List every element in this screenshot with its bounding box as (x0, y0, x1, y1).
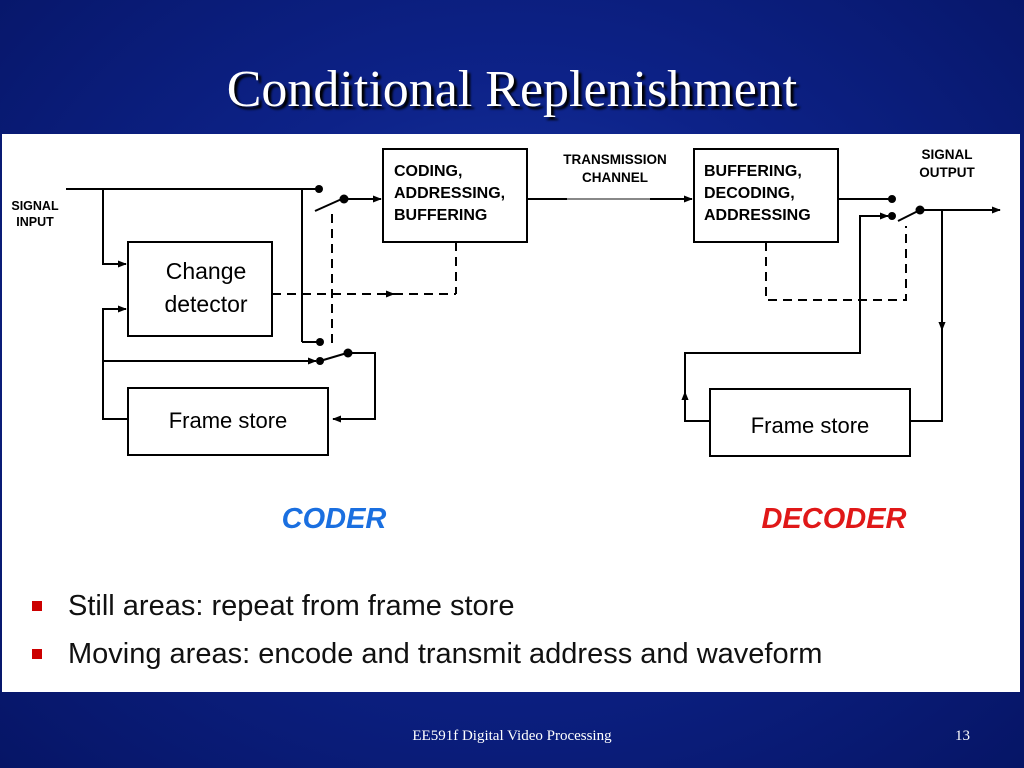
bullet-list: Still areas: repeat from frame store Mov… (30, 582, 822, 678)
signal-output-label-line1: SIGNAL (921, 147, 972, 162)
signal-input-label-line2: INPUT (16, 215, 54, 229)
output-to-frame-store (910, 210, 943, 422)
change-detector-label-line2: detector (164, 291, 247, 317)
decoder-box-line3: ADDRESSING (704, 207, 811, 224)
change-detector-label-line1: Change (166, 258, 247, 284)
bullet-marker (32, 649, 42, 659)
change-detector-box (127, 241, 273, 337)
decoder-control-line (765, 226, 907, 301)
decoder-switch-contact-top (888, 195, 896, 203)
coding-box-line1: CODING, (394, 163, 462, 180)
slide-footer: EE591f Digital Video Processing (412, 728, 612, 744)
buffering-decoding-addressing-box (693, 148, 839, 243)
bullet-item: Moving areas: encode and transmit addres… (30, 630, 822, 678)
signal-output-label-line2: OUTPUT (919, 165, 975, 180)
coder-switch-2-pivot (343, 348, 353, 358)
frame-store-feedback (102, 357, 317, 420)
signal-input-label-line1: SIGNAL (11, 199, 59, 213)
page-number: 13 (955, 728, 970, 744)
bullet-item: Still areas: repeat from frame store (30, 582, 822, 630)
coder-frame-store-label: Frame store (169, 408, 288, 433)
coding-box-line2: ADDRESSING, (394, 185, 505, 202)
transmission-channel-label-line2: CHANNEL (582, 170, 648, 185)
decoder-frame-store-box (709, 388, 911, 457)
coder-section-label: CODER (282, 503, 387, 535)
coding-box-line3: BUFFERING (394, 207, 487, 224)
decoder-frame-store-label: Frame store (751, 413, 870, 438)
coder-switch-2-contact-top (316, 338, 324, 346)
coder-switch-2-arm (319, 352, 348, 362)
switch-2-to-frame-store (332, 352, 376, 423)
content-panel: SIGNAL INPUT Change detector (2, 134, 1020, 692)
coder-frame-store-box (127, 387, 329, 456)
block-diagram: SIGNAL INPUT Change detector (11, 147, 1001, 535)
bullet-marker (32, 601, 42, 611)
coding-addressing-buffering-box (382, 148, 528, 243)
bullet-text: Still areas: repeat from frame store (68, 590, 515, 622)
bullet-text: Moving areas: encode and transmit addres… (68, 638, 823, 670)
decoder-box-line2: DECODING, (704, 185, 795, 202)
input-to-change-detector (102, 189, 127, 268)
decoder-box-line1: BUFFERING, (704, 163, 802, 180)
feedback-to-change-detector (102, 305, 127, 361)
transmission-channel-label-line1: TRANSMISSION (563, 152, 667, 167)
coder-switch-1-pivot (339, 194, 349, 204)
slide-title: Conditional Replenishment (226, 61, 798, 118)
coder-switch-contact-top (315, 185, 323, 193)
decoder-switch-contact-bottom (888, 212, 896, 220)
decoder-frame-store-loop (684, 212, 889, 422)
decoder-section-label: DECODER (761, 503, 906, 535)
decoder-switch-pivot (915, 205, 925, 215)
coder-switch-1-arm (314, 197, 345, 212)
